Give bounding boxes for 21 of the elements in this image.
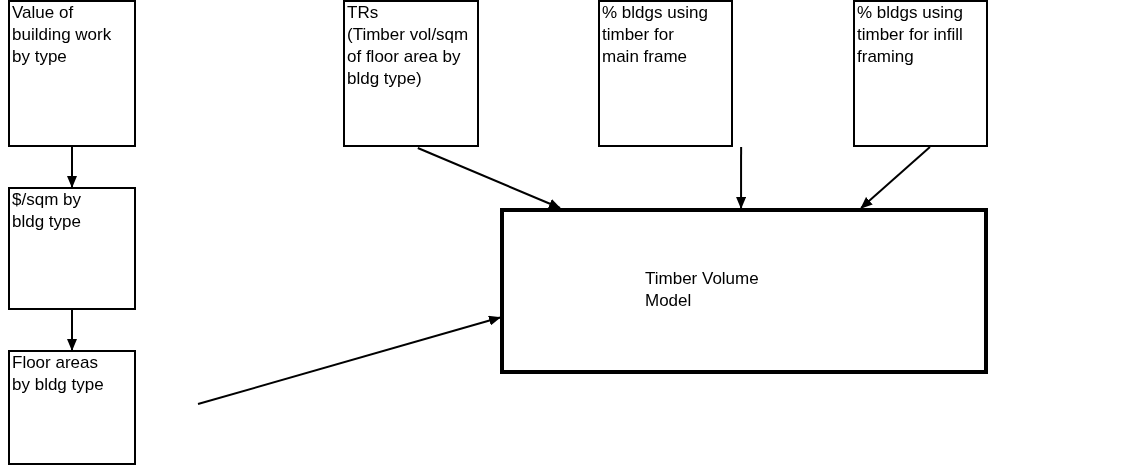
arrow (416, 147, 561, 209)
input-box (8, 187, 136, 310)
box-text: TRs (346, 2, 380, 24)
input-box (8, 0, 136, 147)
box-text: Floor areas by bldg type (11, 352, 105, 396)
arrow (860, 146, 931, 209)
arrow (736, 146, 747, 209)
arrow (197, 315, 501, 406)
input-box (598, 0, 733, 147)
box-text: % bldgs using timber for infill framing (856, 2, 964, 68)
model-box (500, 208, 988, 374)
box-text: Timber Volume Model (644, 268, 760, 312)
input-box (343, 0, 479, 147)
arrow (67, 146, 77, 188)
input-box (8, 350, 136, 465)
box-text: $/sqm by bldg type (11, 189, 82, 233)
input-box (853, 0, 988, 147)
box-text: Value of building work by type (11, 2, 113, 68)
box-text: (Timber vol/sqm of floor area by bldg type) (346, 24, 470, 90)
arrow (67, 309, 77, 351)
box-text: % bldgs using timber for main frame (601, 2, 709, 68)
